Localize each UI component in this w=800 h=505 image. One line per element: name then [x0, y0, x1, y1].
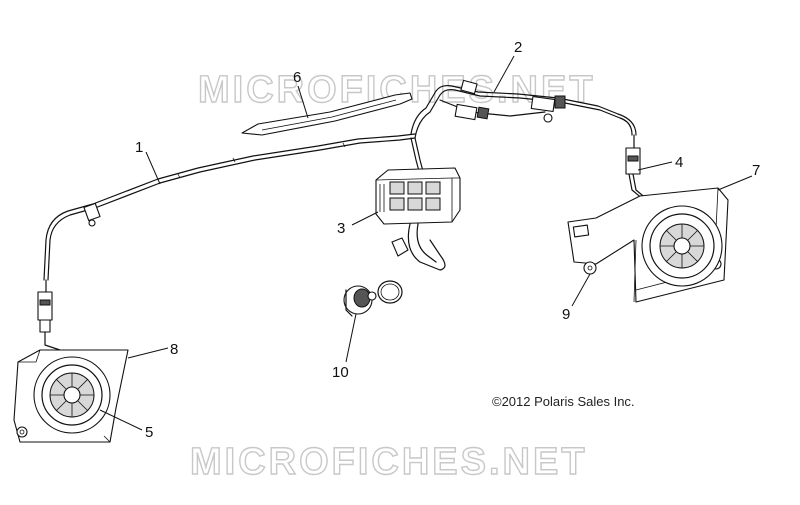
part-10-outlet [343, 280, 403, 317]
leader-1 [145, 151, 161, 185]
part-1-harness [37, 133, 416, 351]
callout-3: 3 [337, 220, 345, 237]
watermark-bottom: MICROFICHES.NET [190, 441, 588, 483]
callout-9: 9 [562, 306, 570, 323]
leader-3 [351, 211, 379, 226]
callout-5: 5 [145, 424, 153, 441]
part-7-right-speaker [641, 205, 723, 287]
leader-7 [717, 175, 753, 191]
leader-10 [345, 313, 357, 363]
leader-4 [637, 161, 673, 171]
callout-4: 4 [675, 154, 683, 171]
leader-5 [99, 409, 143, 431]
callout-2: 2 [514, 39, 522, 56]
leader-6 [297, 85, 309, 119]
part-5-left-speaker [33, 356, 111, 434]
copyright-text: ©2012 Polaris Sales Inc. [492, 394, 635, 409]
callout-8: 8 [170, 341, 178, 358]
part-6-trim-strip [241, 92, 413, 136]
callout-1: 1 [135, 139, 143, 156]
callout-6: 6 [293, 69, 301, 86]
callout-10: 10 [332, 364, 349, 381]
leader-8 [127, 347, 169, 359]
leader-9 [571, 273, 591, 307]
leader-2 [493, 55, 515, 93]
part-3-amplifier [375, 167, 461, 271]
callout-7: 7 [752, 162, 760, 179]
